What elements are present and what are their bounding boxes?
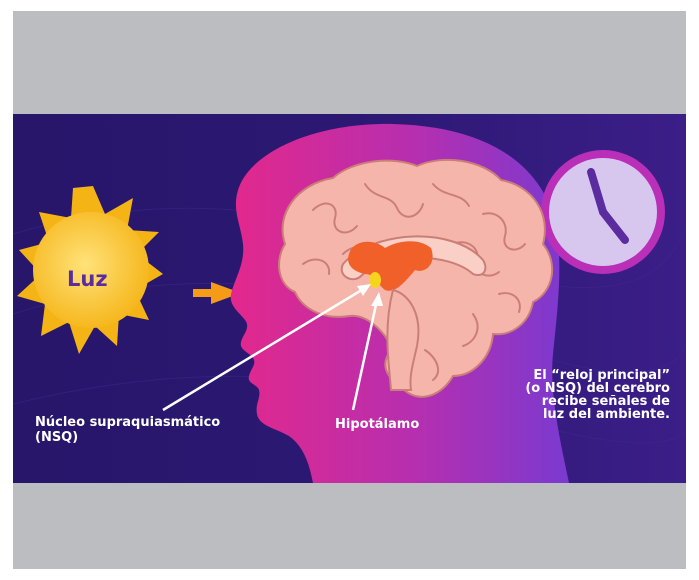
caption-text: El “reloj principal” (o NSQ) del cerebro… (520, 369, 670, 421)
clock-icon (541, 150, 665, 274)
nsq-label: Núcleo supraquiasmático (NSQ) (35, 415, 220, 445)
hypothalamus-label: Hipotálamo (335, 417, 419, 432)
circadian-diagram: Luz Núcleo supraquiasmático (NSQ) Hipotá… (13, 114, 686, 483)
sun-label: Luz (67, 267, 108, 291)
